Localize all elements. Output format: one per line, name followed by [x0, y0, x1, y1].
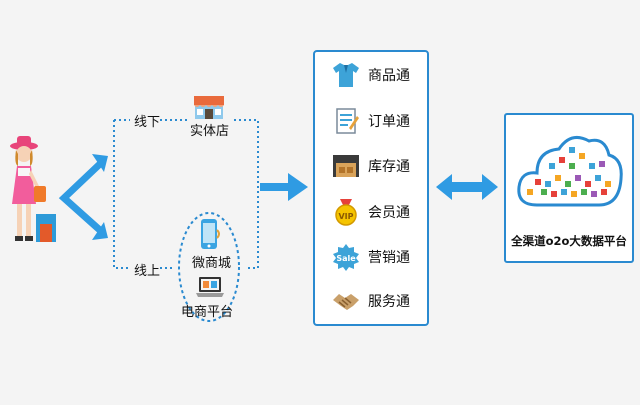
service-item-orders: 订单通	[331, 106, 410, 136]
online-channels-ellipse	[178, 212, 240, 322]
service-item-members: VIP 会员通	[331, 197, 410, 227]
channel-bracket-lines	[113, 119, 259, 269]
service-item-marketing: Sale 营销通	[331, 242, 410, 272]
platform-label: 全渠道o2o大数据平台	[511, 234, 627, 248]
online-label: 线上	[134, 264, 161, 279]
handshake-icon	[333, 294, 359, 310]
shopper-figure	[10, 136, 56, 242]
service-label: 商品通	[368, 68, 410, 84]
vip-medal-icon: VIP	[335, 199, 357, 226]
bidirectional-arrow	[436, 174, 498, 200]
data-platform-panel: 全渠道o2o大数据平台	[504, 113, 634, 263]
service-label: 会员通	[368, 205, 410, 221]
service-label: 库存通	[368, 159, 410, 175]
arrow-to-services	[260, 173, 308, 201]
phone-icon	[201, 219, 220, 249]
service-label: 营销通	[368, 250, 410, 266]
store-icon	[194, 96, 224, 119]
fork-arrows	[58, 154, 108, 240]
ecommerce-label: 电商平台	[181, 305, 234, 320]
service-item-support: 服务通	[331, 286, 410, 316]
offline-label: 线下	[134, 115, 161, 130]
warehouse-icon	[333, 155, 359, 177]
service-item-products: 商品通	[331, 60, 410, 90]
sale-tag-icon: Sale	[333, 244, 359, 271]
order-form-icon	[336, 108, 359, 134]
wechat-mall-label: 微商城	[192, 256, 232, 271]
store-label: 实体店	[190, 124, 230, 139]
cloud-icon	[517, 135, 623, 207]
laptop-icon	[196, 277, 224, 297]
service-item-inventory: 库存通	[331, 151, 410, 181]
services-panel: 商品通 订单通 库存通 VIP 会员通 Sale 营销通	[313, 50, 429, 326]
shirt-icon	[333, 63, 359, 87]
service-label: 服务通	[368, 294, 410, 310]
service-label: 订单通	[368, 114, 410, 130]
svg-text:VIP: VIP	[338, 212, 353, 221]
svg-text:Sale: Sale	[336, 254, 356, 263]
